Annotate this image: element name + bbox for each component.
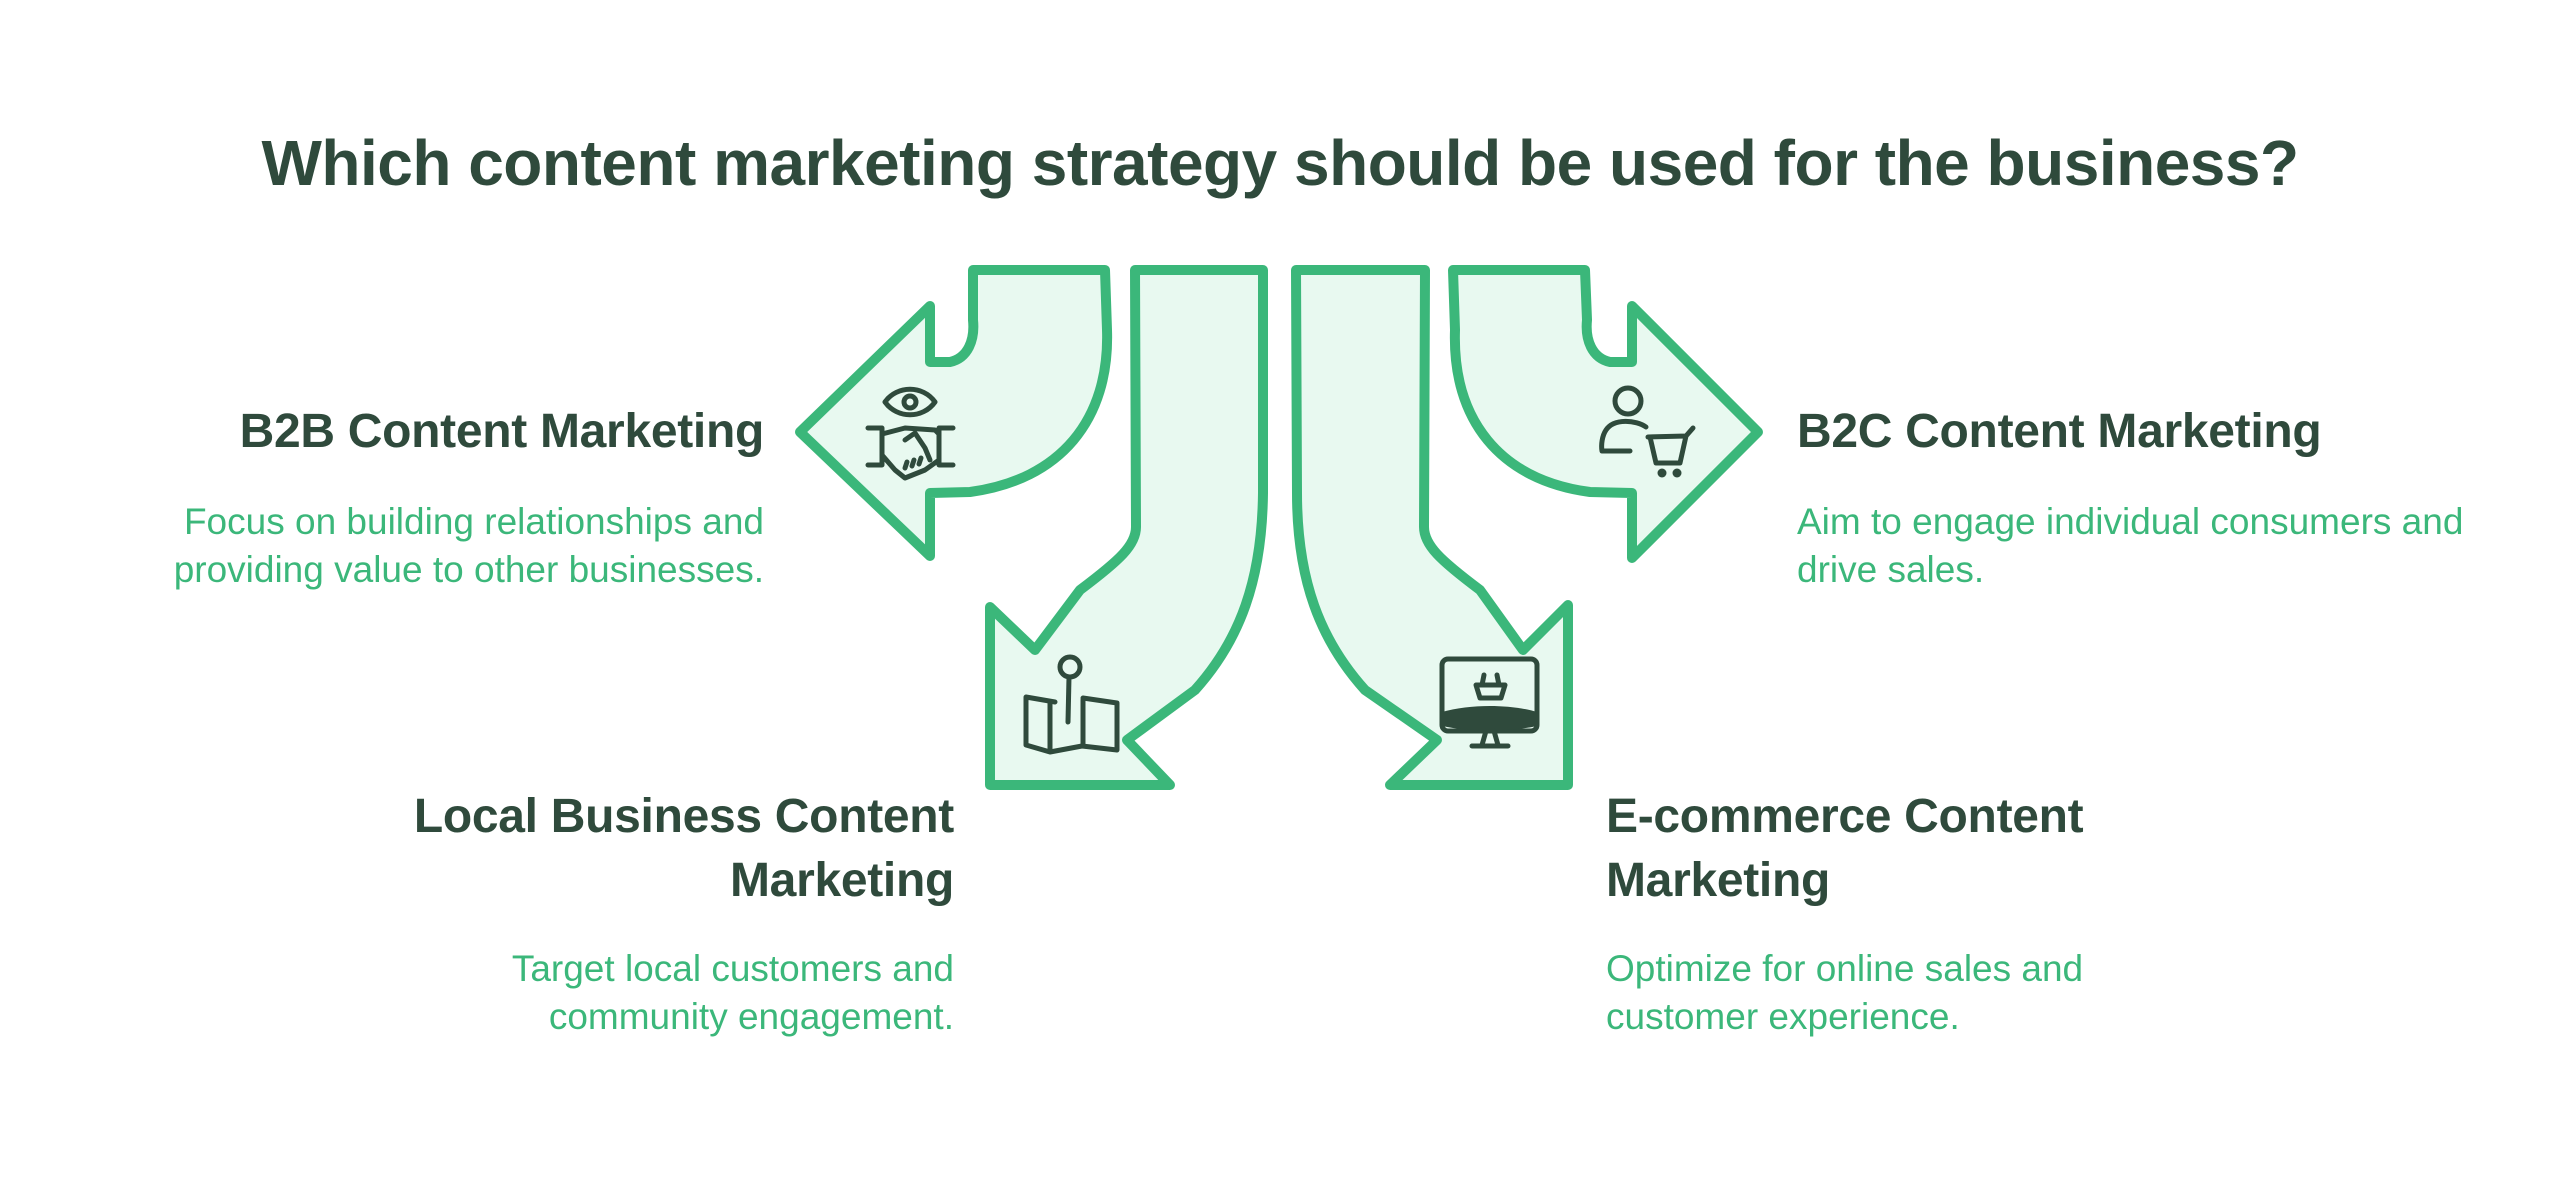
option-description: Focus on building relationships and prov… xyxy=(173,501,764,590)
arrow-ecommerce xyxy=(1291,265,1573,790)
arrow-b2b xyxy=(795,265,1113,561)
arrow-local xyxy=(985,265,1268,790)
arrow-b2c xyxy=(1448,265,1763,563)
option-description: Optimize for online sales and customer e… xyxy=(1606,948,2084,1037)
option-heading: Local Business Content Marketing xyxy=(413,790,954,907)
option-ecommerce: E-commerce Content Marketing Optimize fo… xyxy=(1606,785,2226,1041)
option-heading: B2C Content Marketing xyxy=(1797,405,2322,458)
eye-handshake-icon xyxy=(865,386,956,481)
page-title: Which content marketing strategy should … xyxy=(261,127,2299,199)
option-b2b: B2B Content Marketing Focus on building … xyxy=(64,400,765,594)
option-local-business: Local Business Content Marketing Target … xyxy=(334,785,954,1041)
option-heading: E-commerce Content Marketing xyxy=(1606,790,2084,907)
monitor-basket-icon xyxy=(1439,656,1540,749)
map-pin-icon xyxy=(1023,654,1120,755)
option-description: Target local customers and community eng… xyxy=(511,948,954,1037)
option-b2c: B2C Content Marketing Aim to engage indi… xyxy=(1797,400,2497,594)
option-heading: B2B Content Marketing xyxy=(239,405,765,458)
person-cart-icon xyxy=(1599,385,1696,478)
option-description: Aim to engage individual consumers and d… xyxy=(1797,501,2464,590)
